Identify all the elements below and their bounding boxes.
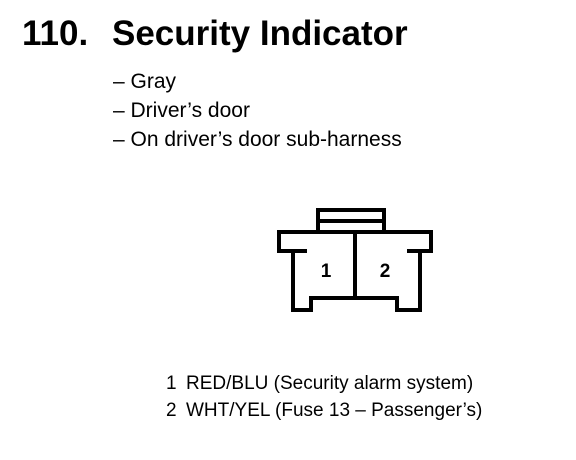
connector-details: – Gray – Driver’s door – On driver’s doo… xyxy=(113,67,402,154)
pin-number: 1 xyxy=(166,373,177,394)
pin-description: WHT/YEL (Fuse 13 – Passenger’s) xyxy=(186,400,483,421)
section-title: Security Indicator xyxy=(112,14,408,53)
pinout-list: 1 RED/BLU (Security alarm system) 2 WHT/YE… xyxy=(166,370,482,424)
detail-location: – Driver’s door xyxy=(113,99,250,122)
pinout-row: 2 WHT/YEL (Fuse 13 – Passenger’s) xyxy=(166,397,482,424)
pinout-row: 1 RED/BLU (Security alarm system) xyxy=(166,370,482,397)
detail-color: – Gray xyxy=(113,70,177,93)
section-number: 110. xyxy=(22,14,89,53)
detail-harness: – On driver’s door sub-harness xyxy=(113,128,402,151)
pin-number: 2 xyxy=(166,400,177,421)
pin-label-1: 1 xyxy=(321,261,332,282)
connector-diagram: 1 2 xyxy=(277,208,433,312)
page-title: 110. Security Indicator xyxy=(22,12,408,56)
pin-label-2: 2 xyxy=(380,261,391,282)
pin-description: RED/BLU (Security alarm system) xyxy=(186,373,474,394)
